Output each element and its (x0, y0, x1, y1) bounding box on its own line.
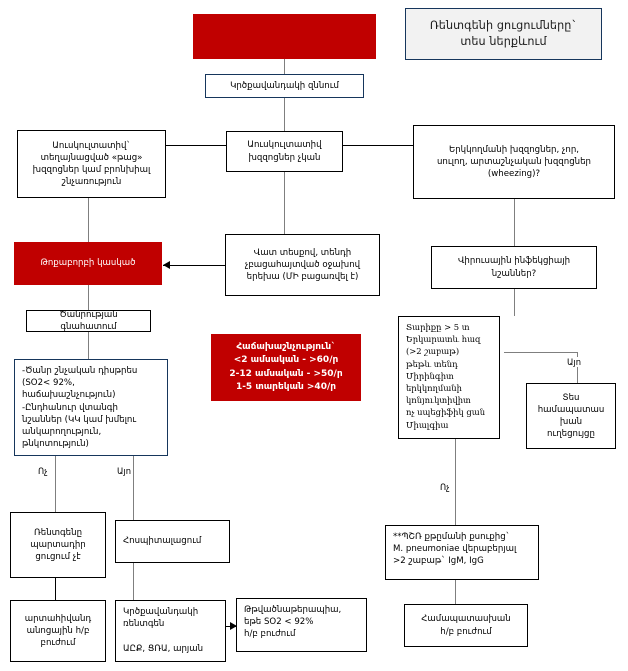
edge-pneumonia-to-severity (88, 285, 90, 310)
node-severity-assessment: Ծանրության գնահատում (26, 310, 151, 332)
arrowhead-to-oxygen (230, 622, 237, 630)
edge-agecriteria-yes-h (504, 352, 578, 354)
node-tachypnea-info: Հաճախաշնչություն` <2 ամսական - >60/ր 2-1… (211, 334, 361, 401)
node-age-criteria: Տարիքը > 5 տ Երկարատև հազ (>2 շաբաթ) թեթ… (398, 316, 500, 439)
edge-pcr-to-treatment (455, 580, 457, 604)
edge-viral-to-agecriteria (514, 289, 516, 316)
node-chest-xray-labs: Կրծքավանդակի ռենտգեն ԱԸՔ, ՑՌԱ, արյան (115, 600, 226, 662)
node-outpatient-treatment: արտահիվանդ անոցային h/բ բուժում (10, 600, 106, 662)
node-pneumonia-suspicion: Թոքաբորբի կասկած (14, 242, 162, 285)
node-bad-condition-child: Վատ տեսքով, տենդի չբացահայտված օջախով եր… (225, 234, 380, 296)
edge-xraynot-to-outpatient (55, 578, 57, 600)
node-bilateral-wheezing-question: Երկկողմանի խզզոցներ, չոր, սուլող, արտաշն… (413, 125, 615, 199)
edge-criteria-yes-branch (133, 456, 135, 520)
edge-severity-to-criteria (88, 332, 90, 359)
edge-auscnone-to-badcondition (284, 172, 286, 234)
edge-banner-to-chest-exam (284, 59, 286, 74)
node-pcr-test: **ՊՇՌ քթըմանի քսուքից` M. pneumoniae վեր… (385, 525, 539, 580)
edge-label-no-right: Ոչ (439, 482, 451, 492)
edge-label-yes-right: Այո (566, 357, 582, 367)
node-auscultative-none: Աուսկուլտատիվ խզզոցներ չկան (226, 131, 343, 172)
node-severity-criteria: -Ծանր շնչական դիսթրես (SO2< 92%, հաճախաշ… (14, 359, 168, 456)
edge-label-no-left: Ոչ (37, 466, 49, 476)
arrowhead-to-pneumonia (163, 261, 170, 269)
edge-localized-to-pneumonia (88, 198, 90, 242)
edge-agecriteria-no-branch (455, 439, 457, 525)
node-oxygen-therapy: Թթվածնաթերապիա, եթե SO2 < 92% h/բ բուժու… (236, 598, 367, 652)
node-chest-exam: Կրծքավանդակի զննում (205, 74, 364, 98)
edge-bilateral-to-viral (514, 199, 516, 246)
edge-auscnone-to-bilateral (343, 145, 413, 147)
edge-badcondition-to-pneumonia (163, 265, 225, 267)
node-hospitalization: Հոսպիտալացում (115, 520, 230, 563)
node-viral-infection-question: Վիրուսային ինֆեկցիայի նշաններ? (431, 246, 597, 289)
node-see-respective-section: Տես համապատաս խան ուղեցույցը (526, 383, 616, 449)
edge-agecriteria-yes-v (577, 352, 579, 383)
node-auscultative-localized: Աուսկուլտատիվ` տեղայնացված «թաց» խզզոցնե… (17, 130, 166, 198)
edge-hospitalization-to-labs (133, 563, 135, 600)
edge-chest-exam-to-auscultative-none (284, 98, 286, 132)
title-box-xray-indications: Ռենտգենի ցուցումները` տես ներքևում (405, 8, 602, 60)
top-red-banner (193, 14, 376, 59)
node-xray-not-mandatory: Ռենտգենը պարտադիր ցուցում չէ (10, 512, 106, 578)
edge-criteria-no-branch (55, 456, 57, 512)
node-corresponding-treatment: Համապատասխան h/բ բուժում (404, 604, 528, 647)
edge-auscnone-to-localized (166, 145, 226, 147)
edge-label-yes-left: Այո (116, 466, 132, 476)
